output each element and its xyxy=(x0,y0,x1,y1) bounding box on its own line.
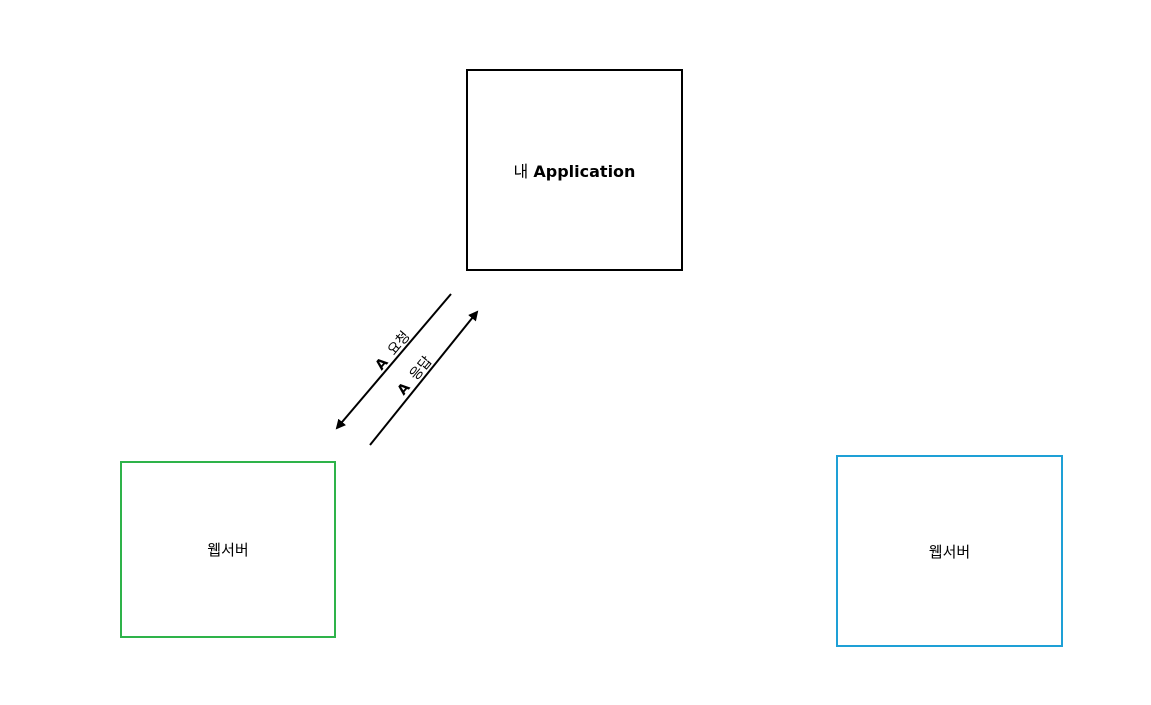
application-prefix: 내 xyxy=(513,162,529,181)
request-label-key: A xyxy=(372,355,391,374)
web-server-left-label: 웹서버 xyxy=(207,541,249,559)
application-box: 내 Application xyxy=(466,69,683,271)
response-arrow xyxy=(369,310,479,446)
request-label: A 요청 xyxy=(372,329,413,374)
response-label: A 응답 xyxy=(394,354,435,399)
request-label-text: 요청 xyxy=(385,329,414,359)
request-arrow xyxy=(335,293,452,430)
response-label-text: 응답 xyxy=(407,354,436,384)
response-label-key: A xyxy=(394,380,413,399)
application-name: Application xyxy=(533,162,636,181)
web-server-right-label: 웹서버 xyxy=(928,542,971,561)
application-label: 내 Application xyxy=(514,158,636,182)
web-server-right-box: 웹서버 xyxy=(836,455,1063,647)
web-server-left-box: 웹서버 xyxy=(120,461,336,638)
